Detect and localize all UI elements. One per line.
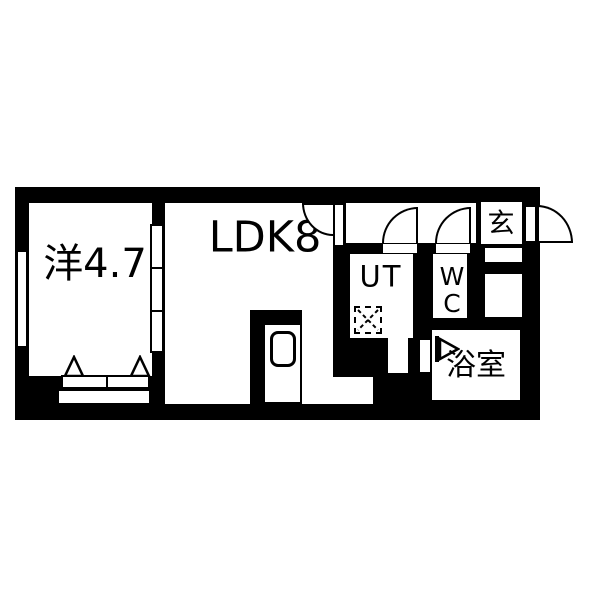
room-entrance-label: 玄 [487, 208, 515, 240]
sliding-door-icon [150, 224, 164, 353]
room-ldk [165, 203, 333, 404]
south-window-icon [61, 375, 150, 389]
floorplan-outer-walls: 洋4.7 LDK8 玄 [15, 187, 573, 420]
room-western-label: 洋4.7 [43, 241, 147, 287]
room-entrance [479, 202, 522, 244]
glazed-door-icon [263, 323, 302, 404]
window-sill [57, 389, 151, 405]
toilet-label-line1: W [439, 262, 465, 291]
sliding-door-divider [152, 267, 162, 269]
washing-machine-space-icon [354, 306, 382, 334]
entrance-step [485, 248, 522, 262]
window-open-triangles-icon [63, 355, 151, 376]
utility-door-leaf [382, 243, 418, 254]
toilet-door-leaf [435, 243, 471, 254]
room-toilet [433, 254, 467, 318]
west-window-icon [16, 250, 28, 348]
shoe-storage [485, 274, 522, 317]
room-toilet-label: W C [440, 263, 465, 317]
ldk-door-leaf [333, 203, 345, 247]
bathroom-door-opening [420, 340, 430, 372]
sliding-door-divider [152, 310, 162, 312]
room-utility-notch [388, 338, 408, 373]
room-ldk-label: LDK8 [208, 212, 322, 263]
room-utility-label: UT [359, 259, 403, 294]
entrance-door-leaf [524, 205, 537, 243]
nook-wall [250, 310, 302, 323]
bathroom-folding-door-icon [435, 336, 460, 362]
toilet-label-line2: C [443, 289, 461, 318]
room-bathroom-label: 浴室 [446, 348, 506, 383]
door-glass-panel [270, 331, 296, 367]
window-divider [105, 377, 108, 387]
room-western [29, 203, 152, 376]
nook-wall [250, 310, 263, 404]
entrance-door-swing-icon [537, 205, 573, 243]
room-ldk-floor-extension [333, 377, 373, 404]
